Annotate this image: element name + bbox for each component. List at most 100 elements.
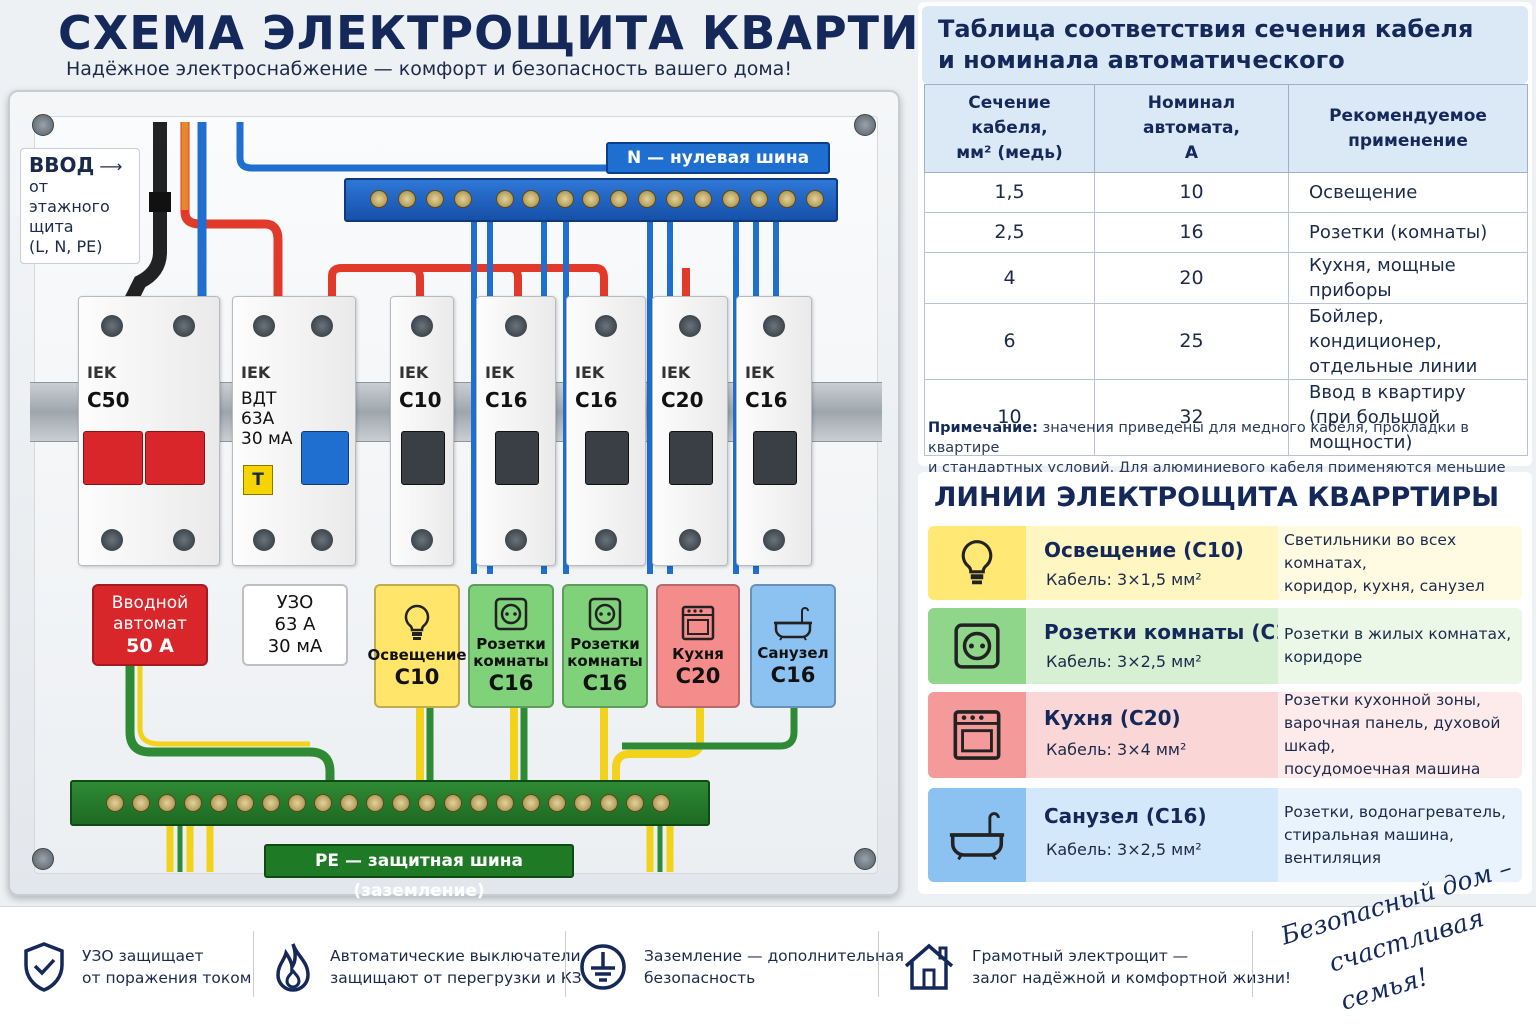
rcd-test-button[interactable]: Т [243,465,273,495]
breaker-kitchen-c20[interactable]: IEK C20 [652,296,728,566]
tag-label: Розетки [476,635,546,653]
footer-divider [1252,931,1253,997]
bus-terminal-icon [314,794,332,812]
table-row: 6 25 Бойлер, кондиционер,отдельные линии [924,303,1528,380]
desc-line: Розетки, водонагреватель, [1284,802,1507,821]
tag-line: автомат [113,613,187,634]
cabinet-screw-icon [32,848,54,870]
breaker-lever[interactable] [669,431,713,485]
rcd-breaker[interactable]: IEK ВДТ 63А 30 мА Т [232,296,356,566]
table-row: 2,5 16 Розетки (комнаты) [924,212,1528,253]
bus-terminal-icon [522,190,540,208]
terminal-screw-icon [253,315,275,337]
tag-label: Розетки [570,635,640,653]
bus-terminal-icon [398,190,416,208]
breaker-lighting-c10[interactable]: IEK C10 [390,296,454,566]
neutral-wire-to-bus [236,122,610,172]
terminal-screw-icon [173,529,195,551]
terminal-screw-icon [763,529,785,551]
breaker-sockets-c16[interactable]: IEK C16 [476,296,556,566]
stove-icon [953,710,1001,760]
pe-bus [70,780,710,826]
header-line: Рекомендуемое [1329,105,1487,126]
bus-terminal-icon [470,794,488,812]
tag-rcd: УЗО 63 А 30 мА [242,584,348,666]
house-icon [904,943,954,990]
terminal-screw-icon [173,315,195,337]
breaker-sockets-c16-b[interactable]: IEK C16 [566,296,646,566]
bathtub-icon [949,812,1005,861]
table-title-line: Таблица соответствия сечения кабеля [938,15,1474,43]
pe-bus-drops [166,826,674,872]
stove-icon [681,605,715,640]
breaker-brand: IEK [87,363,117,382]
tag-lighting: Освещение C10 [367,584,467,708]
desc-line: посудомоечная машина [1284,760,1481,778]
breaker-lever[interactable] [401,431,445,485]
header-line: Сечение кабеля, [968,93,1051,138]
breaker-lever[interactable] [753,431,797,485]
electrical-cabinet: ВВОД ⟶ от этажного щита (L, N, PE) N — н… [8,90,900,901]
footer-text: от поражения током [82,969,252,987]
input-note-title: ВВОД [29,153,95,177]
use-line: Розетки (комнаты) [1309,222,1488,243]
footer-text: безопасность [644,969,756,987]
desc-line: вентиляция [1284,848,1382,867]
bus-terminal-icon [722,190,740,208]
terminal-screw-icon [595,315,617,337]
breaker-bathroom-c16[interactable]: IEK C16 [736,296,812,566]
bus-terminal-icon [426,190,444,208]
terminal-screw-icon [253,529,275,551]
breaker-main-c50[interactable]: IEK C50 [78,296,220,566]
phase-wire-c16b [506,264,608,306]
shield-check-icon [24,942,64,992]
bus-terminal-icon [496,794,514,812]
socket-icon [494,597,528,631]
bus-terminal-icon [556,190,574,208]
cell-rating: 32 [1094,379,1289,456]
breaker-brand: IEK [399,363,429,382]
cell-section: 1,5 [924,172,1095,213]
line-name: Освещение (C10) [1044,538,1244,562]
tag-rating: C16 [770,662,816,687]
use-line: (при большой мощности) [1309,407,1441,453]
cabinet-screw-icon [854,114,876,136]
breaker-brand: IEK [575,363,605,382]
header-line: Номинал автомата, [1143,93,1240,138]
cell-rating: 10 [1094,172,1289,213]
footer-text: Грамотный электрощит — [972,947,1189,965]
tag-label: Освещение [367,645,467,664]
footer-text: УЗО защищает [82,947,204,965]
page-subtitle: Надёжное электроснабжение — комфорт и бе… [66,58,792,80]
breaker-rating: C16 [745,388,788,412]
table-title: Таблица соответствия сечения кабеля и но… [922,6,1528,105]
cell-use: Освещение [1288,172,1528,213]
breaker-lever[interactable] [585,431,629,485]
bus-terminal-icon [574,794,592,812]
terminal-screw-icon [595,529,617,551]
footer-text: Автоматические выключатели [330,947,581,965]
page-title: СХЕМА ЭЛЕКТРОЩИТА КВАРТИРЫ [58,6,1003,60]
tag-bathroom: Санузел C16 [750,584,836,708]
breaker-lever[interactable] [145,431,205,485]
breaker-lever[interactable] [83,431,143,485]
line-desc: Розетки кухонной зоны,варочная панель, д… [1278,691,1522,778]
breaker-lever[interactable] [495,431,539,485]
bus-terminal-icon [694,190,712,208]
bus-terminal-icon [340,794,358,812]
input-cable-black [123,122,167,306]
note-text: значения приведены для медного кабеля, п… [928,420,1469,456]
bus-terminal-icon [582,190,600,208]
input-note-line: (L, N, PE) [29,237,103,256]
terminal-screw-icon [311,529,333,551]
breaker-lever[interactable] [301,431,349,485]
tag-sockets-b: Розетки комнаты C16 [562,584,648,708]
cell-section: 4 [924,252,1095,304]
tag-sockets: Розетки комнаты C16 [468,584,554,708]
table-row: 10 32 Ввод в квартиру(при большой мощнос… [924,379,1528,456]
bus-terminal-icon [288,794,306,812]
terminal-screw-icon [505,315,527,337]
bus-terminal-icon [158,794,176,812]
breaker-brand: IEK [241,363,271,382]
arrow-right-icon: ⟶ [99,157,123,176]
